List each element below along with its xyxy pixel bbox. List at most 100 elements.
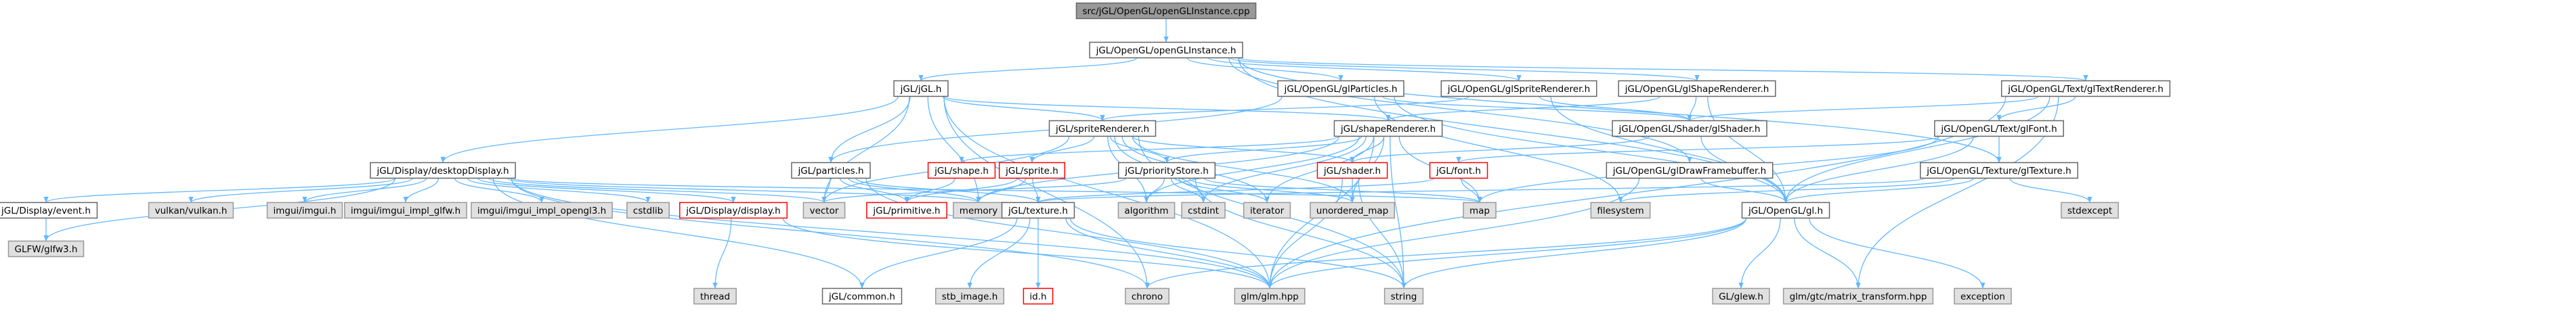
node-label: jGL/OpenGL/glParticles.h xyxy=(1284,84,1398,95)
node-box xyxy=(344,201,467,219)
edge-prio-to-map xyxy=(1203,177,1482,204)
edge-gl-to-string xyxy=(1401,218,1747,289)
node-glfont[interactable]: jGL/OpenGL/Text/glFont.h xyxy=(1934,120,2064,137)
edge-glfb-to-gl xyxy=(1700,178,1788,203)
node-glparticles[interactable]: jGL/OpenGL/glParticles.h xyxy=(1277,80,1404,97)
node-imglfw: imgui/imgui_impl_glfw.h xyxy=(344,201,467,219)
node-inst[interactable]: jGL/OpenGL/openGLInstance.h xyxy=(1089,41,1243,59)
node-prio[interactable]: jGL/priorityStore.h xyxy=(1117,162,1216,179)
node-shaperend[interactable]: jGL/shapeRenderer.h xyxy=(1333,120,1443,137)
node-jglh[interactable]: jGL/jGL.h xyxy=(893,80,949,97)
node-label: chrono xyxy=(1132,291,1163,302)
edge-desktop-to-imgui xyxy=(302,178,427,203)
node-glshaperend[interactable]: jGL/OpenGL/glShapeRenderer.h xyxy=(1618,80,1776,97)
edge-glshaperend-to-glshader xyxy=(1687,96,1697,121)
edge-glsprite-to-spriterend xyxy=(1100,95,1469,122)
node-spriterend[interactable]: jGL/spriteRenderer.h xyxy=(1048,120,1157,137)
node-particles[interactable]: jGL/particles.h xyxy=(791,162,871,179)
edge-desktop-to-map xyxy=(511,177,1482,204)
node-box xyxy=(1023,287,1054,305)
node-box xyxy=(1310,201,1395,219)
edge-gltexture-to-stdexcept xyxy=(2009,178,2092,203)
node-label: jGL/shapeRenderer.h xyxy=(1340,124,1436,135)
node-box xyxy=(693,287,737,305)
edge-prio-to-cstdint xyxy=(1170,178,1206,203)
edge-gl-to-glm xyxy=(1267,218,1747,289)
node-thread: thread xyxy=(693,287,737,305)
node-display[interactable]: jGL/Display/display.h xyxy=(679,201,788,219)
node-label: jGL/particles.h xyxy=(797,166,863,176)
node-box xyxy=(1440,80,1597,97)
node-primitive[interactable]: jGL/primitive.h xyxy=(866,201,947,219)
edge-glfont-to-gl xyxy=(1783,136,1974,203)
node-box xyxy=(1612,120,1767,137)
node-label: jGL/OpenGL/glShapeRenderer.h xyxy=(1625,84,1769,95)
node-glew: GL/glew.h xyxy=(1712,287,1770,305)
node-box xyxy=(1618,80,1776,97)
node-spriteh[interactable]: jGL/sprite.h xyxy=(998,162,1066,179)
edge-texture-to-glm xyxy=(1065,218,1272,289)
node-gltexture[interactable]: jGL/OpenGL/Texture/glTexture.h xyxy=(1920,162,2078,179)
node-gl[interactable]: jGL/OpenGL/gl.h xyxy=(1741,201,1830,219)
node-idh[interactable]: id.h xyxy=(1023,287,1054,305)
edge-spriteh-to-texture xyxy=(1032,178,1041,203)
edge-particles-to-memory xyxy=(848,178,981,203)
node-box xyxy=(1181,201,1226,219)
edge-gl-to-glew xyxy=(1738,218,1781,289)
node-common[interactable]: jGL/common.h xyxy=(821,287,903,305)
node-glfb[interactable]: jGL/OpenGL/glDrawFramebuffer.h xyxy=(1606,162,1774,179)
edge-desktop-to-vulkan xyxy=(188,177,414,204)
node-gltextrend[interactable]: jGL/OpenGL/Text/glTextRenderer.h xyxy=(2000,80,2171,97)
edge-glshader-to-shaderh xyxy=(1350,135,1650,164)
edge-glshaperend-to-gl xyxy=(1707,96,1788,203)
node-fonth[interactable]: jGL/font.h xyxy=(1429,162,1488,179)
node-label: jGL/OpenGL/glDrawFramebuffer.h xyxy=(1612,166,1766,176)
node-label: jGL/Display/display.h xyxy=(685,206,780,216)
node-vulkan: vulkan/vulkan.h xyxy=(148,201,234,219)
node-label: jGL/Display/event.h xyxy=(1,206,91,216)
edge-gltexture-to-filesystem xyxy=(1618,177,1954,204)
node-shapeh[interactable]: jGL/shape.h xyxy=(927,162,996,179)
node-box xyxy=(1316,162,1388,179)
edge-desktop-to-display xyxy=(477,177,736,204)
edge-jglh-to-spriterend xyxy=(942,95,1105,122)
edge-texture-to-string xyxy=(1069,218,1407,289)
node-glm: glm/glm.hpp xyxy=(1234,287,1306,305)
node-label: id.h xyxy=(1029,291,1046,302)
edge-gltexture-to-texture xyxy=(1036,177,1925,204)
node-box xyxy=(1243,201,1291,219)
node-label: src/jGL/OpenGL/openGLInstance.cpp xyxy=(1082,6,1249,17)
node-box xyxy=(2061,201,2119,219)
edge-desktop-to-glm xyxy=(511,178,1272,289)
node-label: filesystem xyxy=(1597,206,1644,216)
node-box xyxy=(935,287,1005,305)
node-box xyxy=(1234,287,1306,305)
node-box xyxy=(1048,120,1157,137)
node-box xyxy=(1125,287,1169,305)
node-desktop[interactable]: jGL/Display/desktopDisplay.h xyxy=(370,162,516,179)
node-label: jGL/shader.h xyxy=(1323,166,1381,176)
edge-glparticles-to-gl xyxy=(1394,96,1788,203)
node-glshader[interactable]: jGL/OpenGL/Shader/glShader.h xyxy=(1612,120,1767,137)
node-box xyxy=(148,201,234,219)
node-label: cstdint xyxy=(1188,206,1219,216)
node-label: GL/glew.h xyxy=(1719,291,1763,302)
edge-gltextrend-to-glfont xyxy=(1996,96,2076,121)
edge-shaperend-to-shaderh xyxy=(1350,136,1385,163)
node-box xyxy=(893,80,949,97)
node-box xyxy=(2000,80,2171,97)
edge-gl-to-exception xyxy=(1809,218,1985,289)
edge-jglh-to-chrono xyxy=(943,96,1150,289)
node-box xyxy=(821,287,903,305)
node-shaderh[interactable]: jGL/shader.h xyxy=(1316,162,1388,179)
edge-spriteh-to-primitive xyxy=(904,178,1018,203)
node-label: jGL/OpenGL/Text/glFont.h xyxy=(1940,124,2057,135)
node-box xyxy=(679,201,788,219)
node-algorithm: algorithm xyxy=(1117,201,1176,219)
node-event[interactable]: jGL/Display/event.h xyxy=(0,201,98,219)
node-label: map xyxy=(1469,206,1490,216)
node-box xyxy=(927,162,996,179)
node-texture[interactable]: jGL/texture.h xyxy=(1001,201,1075,219)
node-glsprite[interactable]: jGL/OpenGL/glSpriteRenderer.h xyxy=(1440,80,1597,97)
node-root[interactable]: src/jGL/OpenGL/openGLInstance.cpp xyxy=(1075,2,1257,20)
